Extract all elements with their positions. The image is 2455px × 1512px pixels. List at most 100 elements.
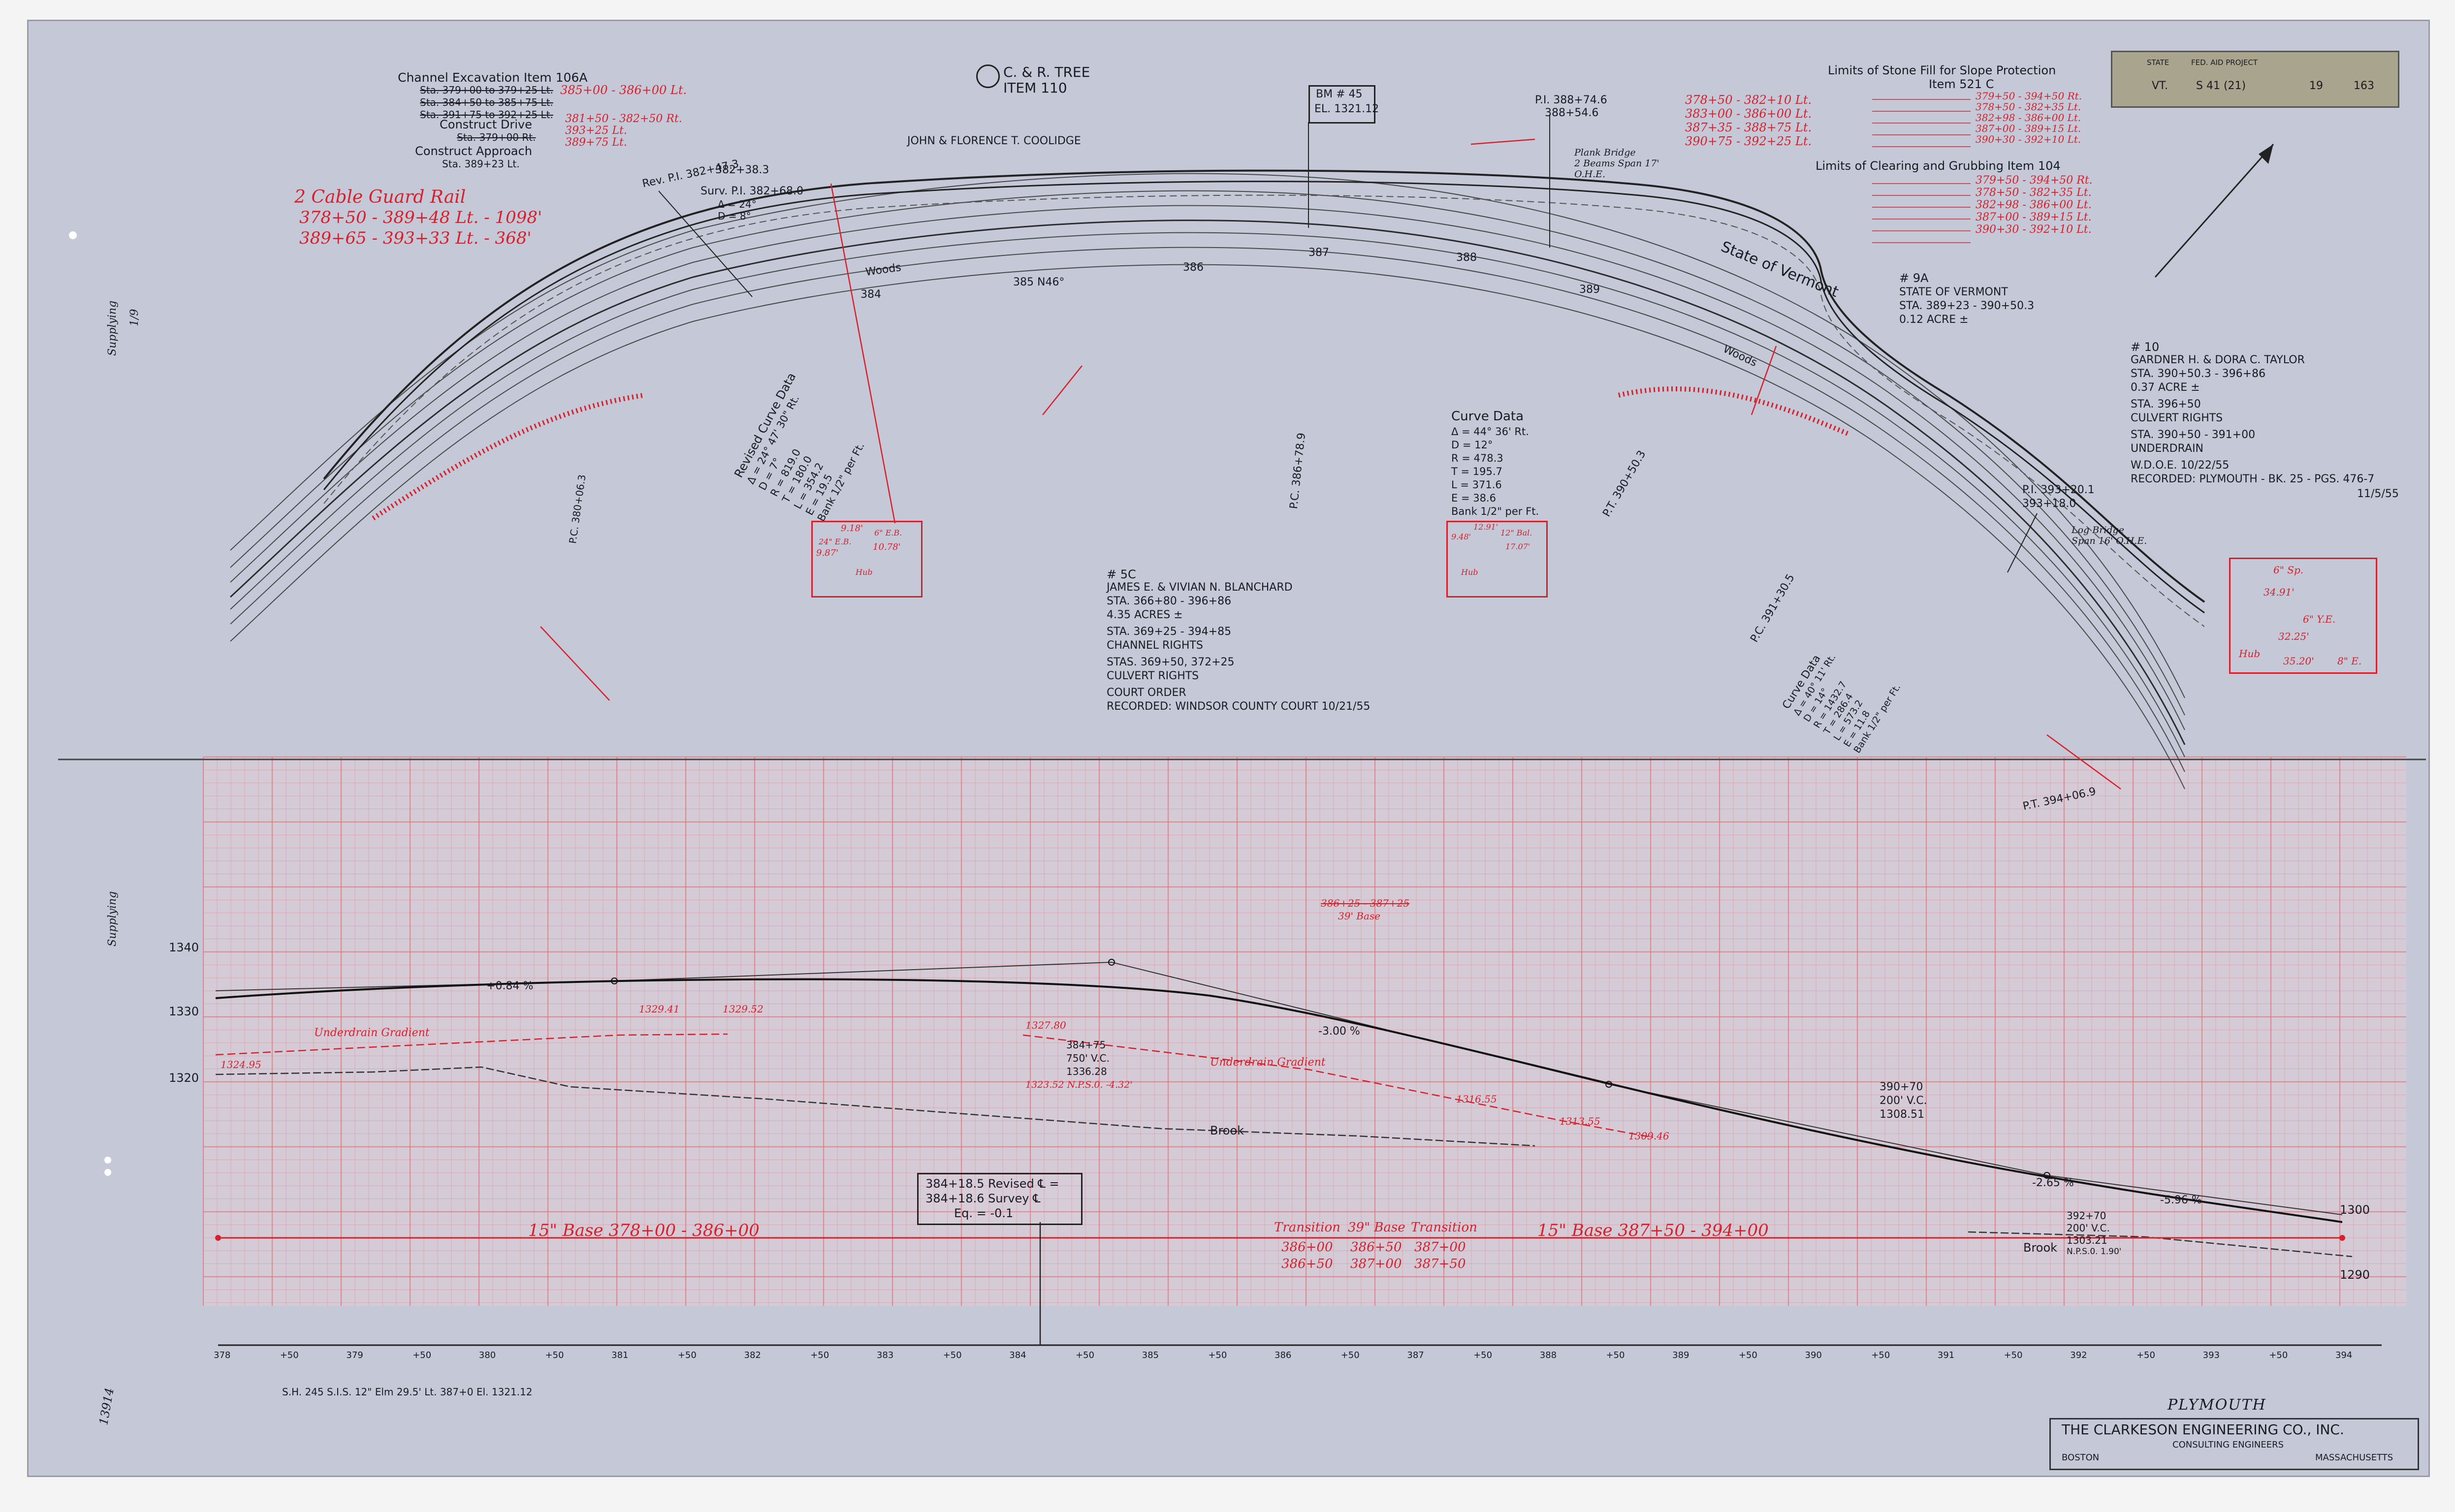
parcel-5c-culvert-sta: STAS. 369+50, 372+25 — [1107, 656, 1235, 668]
parcel-10-area: 0.37 ACRE ± — [2131, 381, 2200, 394]
tie-mid-c: 24" E.B. — [819, 537, 852, 546]
tie-box-far — [2229, 558, 2377, 674]
guard-rail-hatch — [1618, 386, 1851, 437]
parcel-10-underdrain-sta: STA. 390+50 - 391+00 — [2131, 429, 2256, 441]
station-label: +50 — [2136, 1350, 2155, 1360]
base-left-label: 15" Base 378+00 - 386+00 — [528, 1221, 760, 1240]
plank-bridge-2: 2 Beams Span 17' — [1574, 158, 1659, 169]
curve-data-row: Bank 1/2" per Ft. — [1451, 505, 1539, 517]
construct-drive-title: Construct Drive — [440, 118, 532, 131]
station-label: 393 — [2202, 1350, 2220, 1360]
tie-far-e: 35.20' — [2283, 655, 2314, 667]
plan-sheet: Channel Excavation Item 106A Sta. 379+00… — [27, 20, 2430, 1477]
brook-label: Brook — [1210, 1124, 1244, 1137]
company-city: BOSTON — [2062, 1452, 2100, 1463]
elevation-label: 1290 — [2340, 1268, 2370, 1282]
curve-data: Curve Data Δ = 44° 36' Rt. D = 12° R = 4… — [1451, 410, 1539, 517]
construct-approach-title: Construct Approach — [415, 144, 532, 158]
station-label: 387 — [1407, 1350, 1424, 1360]
plan-station-389: 389 — [1579, 284, 1600, 296]
red-leader-line — [1470, 138, 1535, 145]
red-leader-line — [540, 626, 610, 701]
vc-mid-elev: 1336.28 — [1066, 1066, 1107, 1077]
parcel-10-wdoe: W.D.O.E. 10/22/55 — [2131, 459, 2230, 472]
transition2-a: 387+00 — [1414, 1240, 1466, 1255]
elevation-label: 1330 — [169, 1005, 199, 1018]
station-label: +50 — [1075, 1350, 1094, 1360]
vc-right-sta: 390+70 — [1880, 1081, 1923, 1093]
parcel-10-culvert-sta: STA. 396+50 — [2131, 398, 2201, 410]
margin-supplying: Supplying — [106, 300, 119, 356]
plan-station-388: 388 — [1456, 252, 1477, 264]
margin-supplying-2: Supplying — [106, 891, 119, 946]
parcel-10-underdrain: UNDERDRAIN — [2131, 442, 2204, 455]
clearing-red-5: 390+30 - 392+10 Lt. — [1976, 223, 2092, 236]
station-label: 390 — [1805, 1350, 1822, 1360]
transition1-title: Transition — [1274, 1220, 1340, 1235]
red-leader-line — [2046, 734, 2121, 790]
parcel-5c-recorded: RECORDED: WINDSOR COUNTY COURT 10/21/55 — [1107, 700, 1371, 713]
vc-mid-sta: 384+75 — [1066, 1039, 1106, 1051]
construct-drive-sta: Sta. 379+00 Rt. — [457, 131, 536, 143]
log-bridge-1: Log Bridge — [2072, 525, 2124, 536]
curve-data-title: Curve Data — [1451, 409, 1524, 424]
finished-grade-line — [215, 978, 2343, 1223]
vpi-marker — [1108, 959, 1115, 966]
dimension-end-mark — [215, 1235, 221, 1241]
station-label: +50 — [2004, 1350, 2023, 1360]
elevation-label: 1320 — [169, 1071, 199, 1085]
station-label: +50 — [2269, 1350, 2288, 1360]
tie-far-f: 8" E. — [2337, 655, 2362, 667]
tie-far-b: 34.91' — [2264, 586, 2295, 598]
profile-lines — [215, 959, 2353, 1345]
north-arrow-icon — [2154, 144, 2274, 278]
station-label: 384 — [1009, 1350, 1026, 1360]
channel-excavation-revised-4: 389+75 Lt. — [565, 136, 627, 149]
elevation-5: 1316.55 — [1456, 1093, 1497, 1105]
revised-pi-2: 382+38.3 — [715, 164, 769, 176]
leader-line — [658, 190, 753, 297]
red-leader-line — [830, 183, 896, 524]
punch-hole — [104, 1157, 111, 1164]
grid-background — [203, 757, 2406, 1306]
underdrain-line — [1022, 1034, 1654, 1138]
station-label: +50 — [1606, 1350, 1625, 1360]
curve-data-row: L = 371.6 — [1451, 479, 1502, 491]
elevation-1: 1324.95 — [221, 1059, 261, 1071]
tie-box-mid — [811, 521, 923, 598]
stone-fill-title: Limits of Stone Fill for Slope Protectio… — [1828, 63, 2056, 77]
benchmark-label: BM # 45 — [1316, 88, 1363, 100]
road-edge-line — [230, 264, 2185, 789]
vpi-marker — [611, 977, 618, 984]
station-label: 380 — [478, 1350, 496, 1360]
guard-rail-line2: 389+65 - 393+33 Lt. - 368' — [299, 228, 532, 248]
clearing-red-1: 379+50 - 394+50 Rt. — [1976, 174, 2093, 187]
tree-symbol-icon — [976, 64, 1000, 88]
station-label: +50 — [413, 1350, 432, 1360]
parcel-5c-id: # 5C — [1107, 567, 1136, 581]
red-stations-4: 390+75 - 392+25 Lt. — [1685, 134, 1812, 148]
channel-excavation-struck-1: Sta. 379+00 to 379+25 Lt. — [420, 84, 553, 96]
base-mid-a: 386+50 — [1350, 1240, 1402, 1255]
road-edge-line — [230, 247, 2185, 772]
red-stations-3: 387+35 - 388+75 Lt. — [1685, 121, 1812, 134]
survey-pi-1: Surv. P.I. 382+68.0 — [701, 185, 803, 197]
guard-rail-title: 2 Cable Guard Rail — [294, 187, 466, 207]
grade-mid: -3.00 % — [1318, 1025, 1360, 1038]
curve-data-row: R = 478.3 — [1451, 452, 1503, 464]
survey-pi-2: Δ = 24° — [718, 198, 757, 210]
station-label: 381 — [611, 1350, 629, 1360]
plank-bridge-1: Plank Bridge — [1574, 147, 1636, 158]
station-label: +50 — [1871, 1350, 1890, 1360]
elevation-2: 1329.41 — [639, 1003, 680, 1015]
engineering-drawing — [58, 115, 2426, 1346]
parcel-10-culvert: CULVERT RIGHTS — [2131, 412, 2223, 424]
channel-excavation-revised-3: 393+25 Lt. — [565, 125, 627, 137]
tie-right-b: 12" Bal. — [1500, 528, 1532, 537]
station-label: 379 — [346, 1350, 363, 1360]
tie-far-c: 6" Y.E. — [2303, 613, 2336, 625]
station-label: +50 — [943, 1350, 962, 1360]
elevation-6: 1313.55 — [1560, 1115, 1600, 1127]
profile-grid — [58, 756, 2426, 1346]
river-bank-line — [323, 169, 2205, 603]
